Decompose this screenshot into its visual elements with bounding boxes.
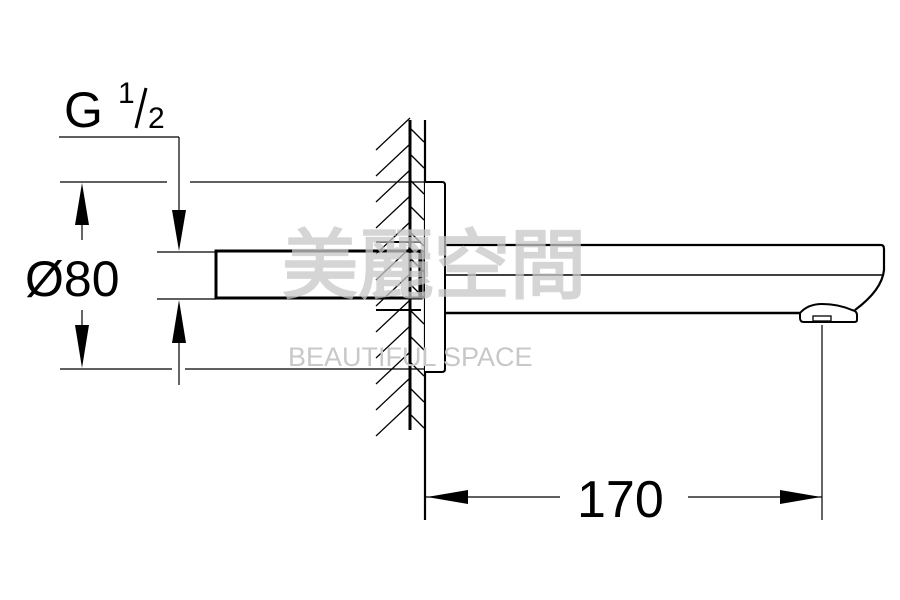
diameter-label: Ø80 xyxy=(25,251,120,307)
fraction-slash xyxy=(134,87,148,129)
hatch-line xyxy=(375,273,411,307)
hatch-line xyxy=(375,351,411,385)
hatch-line xyxy=(409,413,425,429)
hatch-line xyxy=(375,299,411,333)
extension-lines xyxy=(59,136,823,520)
hatch-line xyxy=(375,247,411,281)
watermark-en: BEAUTIFUL SPACE xyxy=(288,342,533,372)
hatch-line xyxy=(409,127,425,143)
threaded-pipe xyxy=(214,249,423,300)
hatch-line xyxy=(375,143,411,177)
arrow-right-icon xyxy=(780,490,821,504)
hatch-line xyxy=(409,335,425,351)
arrow-down-icon xyxy=(75,325,89,368)
hatch-line xyxy=(409,231,425,247)
hatch-line xyxy=(375,325,411,359)
hatch-line xyxy=(375,377,411,411)
length-label: 170 xyxy=(577,471,664,529)
hatch-line xyxy=(409,205,425,221)
hatch-line xyxy=(409,153,425,169)
arrow-down-icon xyxy=(172,210,186,251)
thread-label-g: G xyxy=(64,82,103,138)
hatch-line xyxy=(375,169,411,203)
dimension-arrows xyxy=(75,183,821,504)
wall-flange xyxy=(425,181,446,373)
spout-body xyxy=(445,243,886,311)
thread-label-num: 1 xyxy=(118,77,135,110)
aerator-outlet xyxy=(812,315,832,322)
arrow-up-icon xyxy=(75,183,89,225)
hatch-line xyxy=(375,195,411,229)
thread-label-den: 2 xyxy=(148,102,165,135)
hatch-line xyxy=(375,403,411,437)
hatch-line xyxy=(409,309,425,325)
hatch-line xyxy=(409,387,425,403)
arrow-left-icon xyxy=(427,490,468,504)
hatch-line xyxy=(375,117,411,151)
watermark-cn: 美麗空間 xyxy=(282,224,586,309)
pipe-collar xyxy=(418,250,425,299)
hatch-line xyxy=(375,221,411,255)
arrow-up-icon xyxy=(172,300,186,343)
aerator xyxy=(799,302,858,323)
